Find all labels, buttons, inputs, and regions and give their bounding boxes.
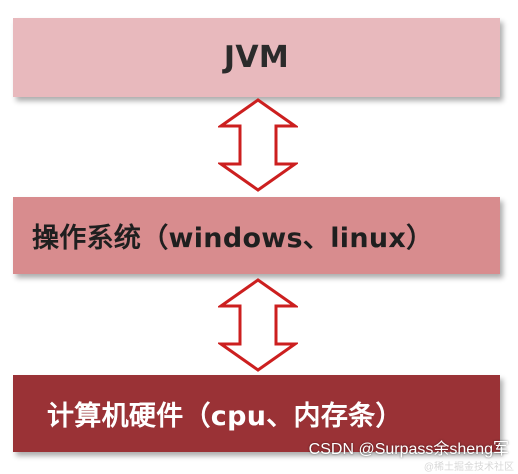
jvm-layer-label: JVM (223, 40, 290, 75)
double-arrow-icon-os-hw (218, 278, 298, 372)
double-arrow-icon-jvm-os (218, 98, 298, 192)
hardware-layer-label: 计算机硬件（cpu、内存条） (47, 401, 403, 432)
double-arrow-shape (218, 278, 298, 372)
os-layer-box: 操作系统（windows、linux） (13, 197, 500, 274)
double-arrow-shape (218, 98, 298, 192)
os-layer-label: 操作系统（windows、linux） (32, 223, 434, 254)
juejin-watermark: @稀土掘金技术社区 (423, 462, 514, 473)
csdn-watermark: CSDN @Surpass余sheng军 (308, 441, 509, 458)
jvm-layer-box: JVM (13, 18, 500, 97)
hardware-layer-box: 计算机硬件（cpu、内存条） (13, 375, 500, 452)
